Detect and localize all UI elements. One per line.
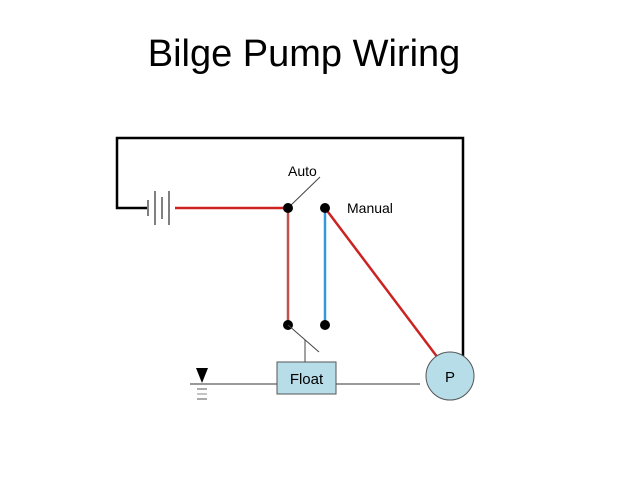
diagram-title: Bilge Pump Wiring <box>148 33 461 75</box>
auto-terminal <box>283 203 293 213</box>
battery-icon <box>147 191 170 225</box>
float-label: Float <box>290 371 324 388</box>
water-level-icon <box>196 368 208 400</box>
float-terminal-right <box>320 320 330 330</box>
auto-label: Auto <box>288 163 317 179</box>
float-switch-arm <box>287 324 320 353</box>
pump-label: P <box>445 369 455 386</box>
manual-terminal <box>320 203 330 213</box>
manual-label: Manual <box>347 200 393 216</box>
red-wire-manual-to-pump <box>324 207 439 359</box>
black-wire-top-loop <box>115 136 465 356</box>
pump-icon <box>425 351 475 401</box>
selector-switch-arm <box>287 176 321 209</box>
float-switch-box <box>276 361 337 395</box>
